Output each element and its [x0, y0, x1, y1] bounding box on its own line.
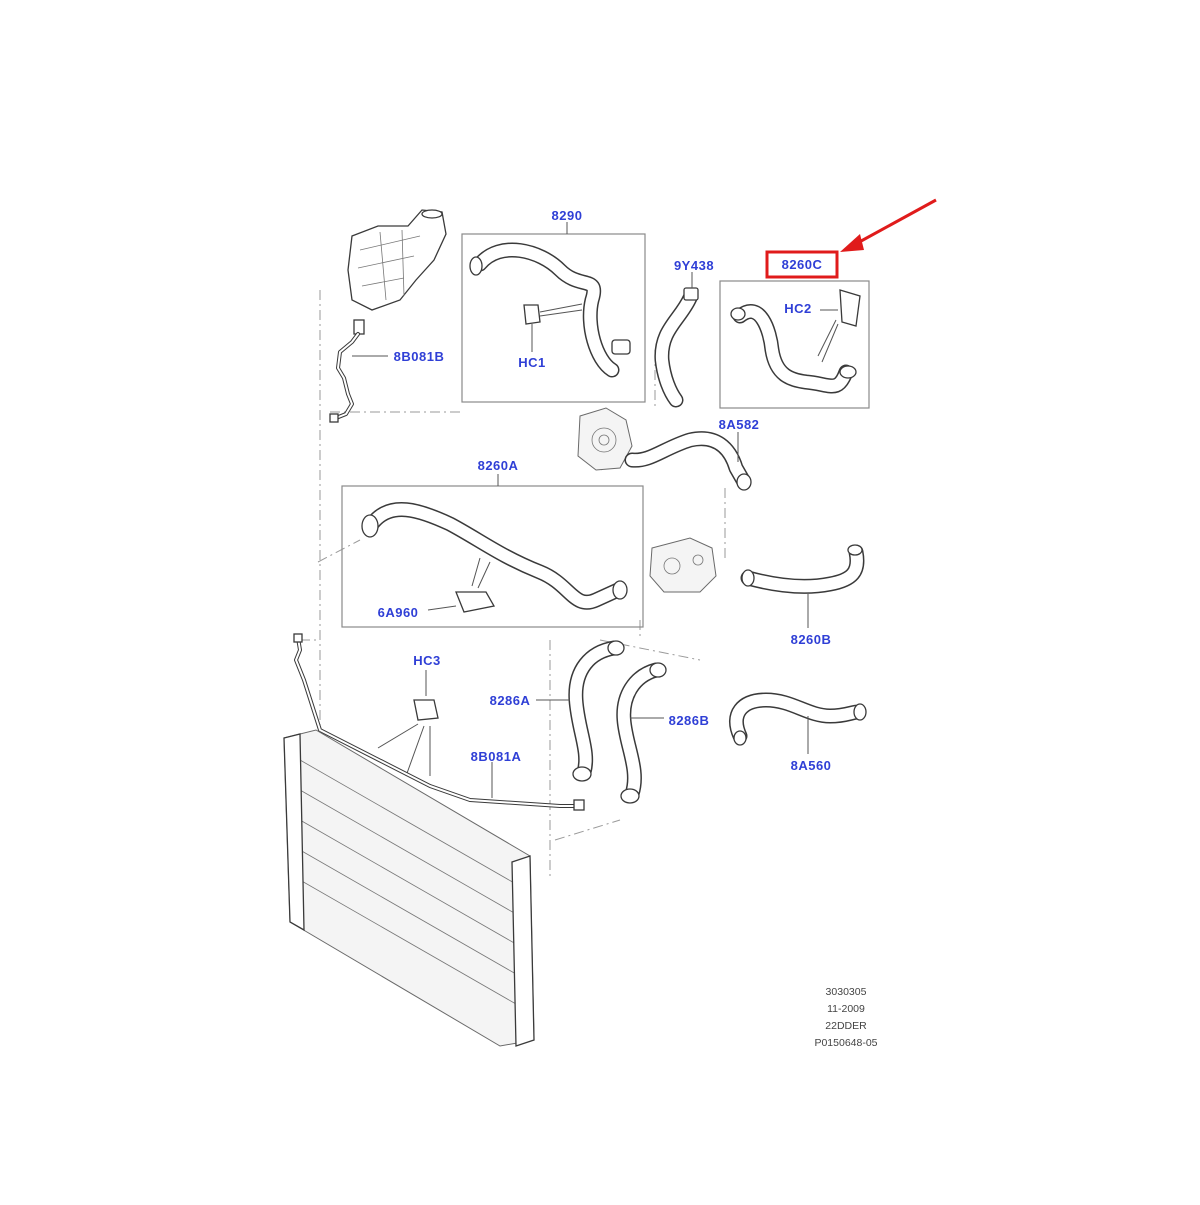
label-8260a: 8260A [478, 458, 519, 473]
radiator [283, 729, 535, 1047]
part-8290-hose [469, 242, 631, 378]
thermostat-housing [649, 537, 717, 593]
frame-8290 [461, 233, 646, 403]
label-8a560: 8A560 [791, 758, 832, 773]
highlight-box [765, 250, 839, 279]
drawing-stamp: 3030305 11-2009 22DDER P0150648-05 [814, 986, 877, 1049]
highlight-arrow-shaft [851, 198, 937, 248]
part-8a582-hose [624, 431, 752, 491]
callout-labels: 8290 9Y438 8260C HC2 HC1 8B081B 8A582 82… [378, 208, 832, 773]
part-8260b-hose [740, 544, 865, 628]
stamp-line-4: P0150648-05 [814, 1037, 877, 1049]
stamp-line-1: 3030305 [826, 986, 867, 998]
label-8286a: 8286A [490, 693, 531, 708]
label-8286b: 8286B [669, 713, 710, 728]
part-9y438-hose [654, 272, 699, 408]
label-hc3: HC3 [413, 653, 441, 668]
clip-hc2 [817, 289, 861, 363]
part-8260a-hose [361, 502, 628, 610]
label-8290: 8290 [552, 208, 583, 223]
bracket-6a960 [427, 557, 496, 613]
label-8b081a: 8B081A [471, 749, 522, 764]
water-pump [577, 407, 633, 471]
label-8260b: 8260B [791, 632, 832, 647]
frame-8260a [341, 485, 644, 628]
part-8286b-hose [616, 662, 667, 804]
part-8286a-hose [536, 640, 625, 782]
stamp-line-3: 22DDER [825, 1020, 867, 1032]
label-8b081b: 8B081B [394, 349, 445, 364]
part-8b081b-tube [329, 332, 388, 423]
part-8a560-hose [729, 692, 867, 754]
part-8260c-hose [730, 304, 857, 394]
clip-hc1 [523, 303, 583, 352]
label-hc1: HC1 [518, 355, 546, 370]
stamp-line-2: 11-2009 [827, 1003, 865, 1015]
clip-hc3 [377, 670, 439, 777]
label-8260c: 8260C [782, 257, 823, 272]
label-9y438: 9Y438 [674, 258, 714, 273]
frame-8260c [719, 280, 870, 409]
expansion-tank [347, 209, 447, 335]
highlight-marker [765, 198, 937, 279]
label-8a582: 8A582 [719, 417, 760, 432]
highlight-arrow-icon [840, 234, 864, 252]
label-6a960: 6A960 [378, 605, 419, 620]
part-8b081a-tube [293, 633, 585, 811]
label-hc2: HC2 [784, 301, 812, 316]
